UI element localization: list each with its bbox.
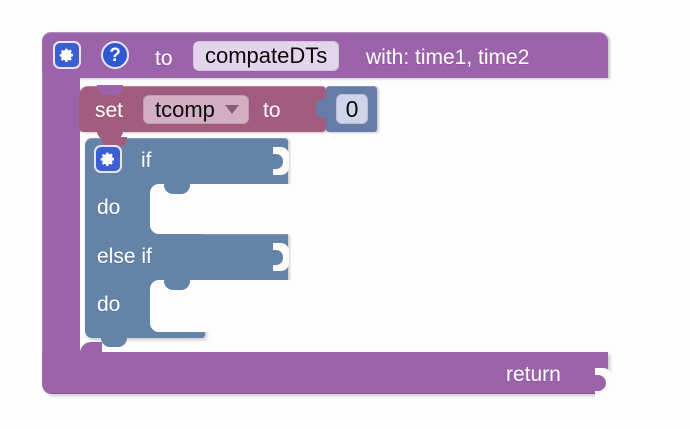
do-label-2: do [97, 293, 121, 316]
gear-icon[interactable] [94, 145, 122, 173]
procedure-definition-block[interactable]: ? to compateDTs with: time1, time2 retur… [42, 32, 612, 398]
procedure-name-field[interactable]: compateDTs [193, 41, 340, 71]
else-if-condition-socket[interactable] [271, 243, 289, 271]
variable-dropdown[interactable]: tcomp [143, 95, 249, 124]
return-value-socket[interactable] [593, 368, 612, 398]
return-socket-tab [593, 375, 606, 391]
if-label: if [141, 149, 152, 172]
procedure-params-label: with: time1, time2 [366, 46, 530, 69]
do-label-1: do [97, 196, 121, 219]
do-input-notch [164, 184, 190, 194]
number-value-field[interactable]: 0 [336, 94, 368, 124]
else-if-label: else if [97, 245, 152, 268]
if-do-statement-input[interactable] [150, 184, 290, 234]
if-block-top-notch [101, 137, 127, 147]
procedure-footer[interactable] [42, 352, 608, 394]
number-block-plug [316, 99, 328, 118]
gear-icon[interactable] [53, 41, 81, 69]
variable-dropdown-value: tcomp [155, 96, 215, 122]
else-if-do-statement-input[interactable] [150, 280, 290, 332]
controls-if-block[interactable]: if do else if do [85, 137, 290, 347]
procedure-left-bar [42, 72, 80, 362]
set-variable-block[interactable]: set tcomp to [79, 85, 326, 140]
set-to-label: to [263, 99, 281, 122]
chevron-down-icon [224, 105, 239, 114]
set-block-top-notch [97, 85, 123, 95]
set-label: set [95, 99, 124, 122]
if-socket-tab [271, 154, 283, 169]
else-if-socket-tab [271, 250, 283, 265]
question-mark-icon[interactable]: ? [101, 41, 129, 69]
do-input-notch [164, 280, 190, 290]
number-block[interactable]: 0 [316, 86, 377, 132]
if-block-bottom-tab [101, 336, 127, 347]
set-block-bottom-tab [97, 131, 123, 140]
procedure-return-label: return [506, 363, 561, 386]
procedure-to-label: to [155, 47, 173, 70]
if-condition-socket[interactable] [271, 147, 289, 175]
